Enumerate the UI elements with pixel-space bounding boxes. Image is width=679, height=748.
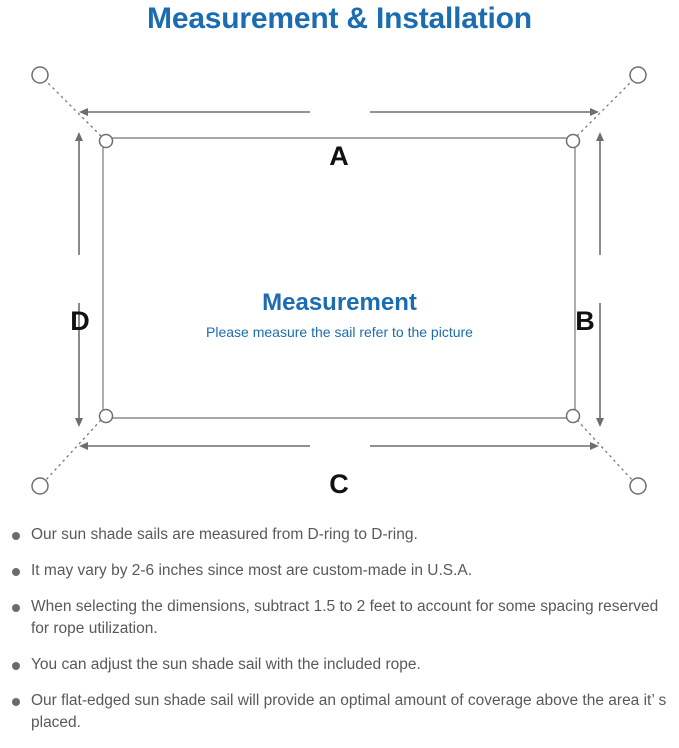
list-item: When selecting the dimensions, subtract … <box>0 596 679 640</box>
diagram-svg <box>31 66 647 495</box>
list-item-text: You can adjust the sun shade sail with t… <box>31 656 421 673</box>
sail-outline <box>102 137 576 419</box>
anchor-point-top-right <box>629 66 647 84</box>
measurement-diagram: Measurement Please measure the sail refe… <box>0 45 679 515</box>
bullet-icon <box>12 532 20 540</box>
rope-line-bottom-right <box>576 419 635 483</box>
bullet-icon <box>12 568 20 576</box>
rope-line-bottom-left <box>43 419 102 483</box>
bullet-icon <box>12 698 20 706</box>
dimension-label-c: C <box>329 469 349 499</box>
d-ring-bottom-right <box>565 408 581 424</box>
sail-measurement-instruction: Please measure the sail refer to the pic… <box>206 324 473 340</box>
rope-line-top-right <box>576 78 635 137</box>
dimension-label-a: A <box>329 141 349 171</box>
list-item: It may vary by 2-6 inches since most are… <box>0 560 679 582</box>
list-item-text: Our sun shade sails are measured from D-… <box>31 526 418 543</box>
notes-list: Our sun shade sails are measured from D-… <box>0 524 679 748</box>
list-item: Our flat-edged sun shade sail will provi… <box>0 690 679 734</box>
list-item-text: It may vary by 2-6 inches since most are… <box>31 562 473 579</box>
dimension-label-b: B <box>575 306 595 336</box>
list-item: You can adjust the sun shade sail with t… <box>0 654 679 676</box>
sail-measurement-label: Measurement <box>262 289 417 316</box>
anchor-point-top-left <box>31 66 49 84</box>
dimension-label-d: D <box>70 306 90 336</box>
page-title: Measurement & Installation <box>147 2 532 35</box>
list-item-text: When selecting the dimensions, subtract … <box>31 598 659 637</box>
anchor-point-bottom-right <box>629 477 647 495</box>
list-item: Our sun shade sails are measured from D-… <box>0 524 679 546</box>
rope-line-top-left <box>43 78 102 137</box>
bullet-icon <box>12 604 20 612</box>
anchor-point-bottom-left <box>31 477 49 495</box>
d-ring-bottom-left <box>98 408 114 424</box>
d-ring-top-left <box>98 133 114 149</box>
list-item-text: Our flat-edged sun shade sail will provi… <box>31 692 667 731</box>
d-ring-top-right <box>565 133 581 149</box>
bullet-icon <box>12 662 20 670</box>
